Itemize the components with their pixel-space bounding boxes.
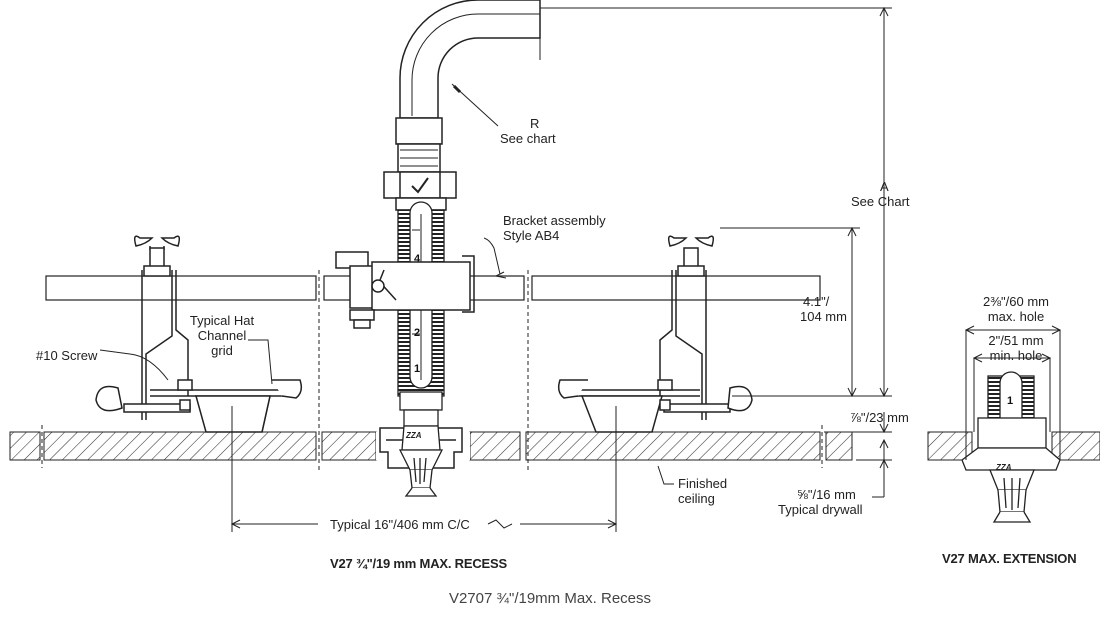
radius-letter: R: [530, 116, 540, 131]
screw-label: #10 Screw: [36, 348, 98, 363]
detail-scale-mark-1: 1: [1007, 395, 1013, 407]
finished-ceiling-label-2: ceiling: [678, 491, 715, 506]
dimension-a-letter: A: [880, 179, 889, 194]
bracket-label-1: Bracket assembly: [503, 213, 606, 228]
min-hole-label-2: min. hole: [989, 348, 1043, 363]
scale-mark-4: 4: [414, 253, 421, 265]
spacing-label: Typical 16"/406 mm C/C: [330, 517, 470, 532]
threaded-drop: [397, 201, 445, 427]
scale-mark-2: 2: [414, 327, 420, 339]
hat-channel-label-3: grid: [211, 343, 233, 358]
max-hole-label-1: 2⅜"/60 mm: [982, 294, 1050, 309]
hat-channel-label-1: Typical Hat: [189, 313, 255, 328]
dimension-a-ref: See Chart: [851, 194, 910, 209]
radius-ref: See chart: [500, 131, 556, 146]
detail-fitting: [961, 371, 1061, 523]
bracket-ab4: [335, 251, 475, 329]
detail-view-title: V27 MAX. EXTENSION: [942, 551, 1077, 566]
dimension-4-1-label-1: 4.1"/: [803, 294, 830, 309]
dimension-4-1-label-2: 104 mm: [800, 309, 847, 324]
detail-tyco-logo: ZZA: [995, 463, 1012, 472]
radius-indicator: [451, 83, 499, 127]
detail-dimensions: [964, 325, 1062, 460]
right-hanger: [557, 235, 753, 433]
finished-ceiling-label-1: Finished: [678, 476, 728, 491]
figure-caption: V2707 ¾"/19mm Max. Recess: [448, 590, 652, 607]
hex-fitting: [383, 171, 457, 211]
max-hole-label-2: max. hole: [987, 309, 1045, 324]
dimension-lines: [99, 6, 892, 532]
bracket-label-2: Style AB4: [503, 228, 560, 243]
dimension-7-8-label: ⅞"/23 mm: [850, 410, 909, 425]
drywall-label-1: ⅝"/16 mm: [797, 487, 856, 502]
scale-mark-1: 1: [414, 363, 420, 375]
pipe-elbow: [395, 0, 541, 173]
min-hole-label-1: 2"/51 mm: [988, 333, 1044, 348]
sprinkler-main: [398, 425, 444, 497]
break-lines: [41, 270, 823, 470]
left-hanger: [95, 235, 303, 433]
main-view-title: V27 ¾"/19 mm MAX. RECESS: [330, 556, 507, 571]
tyco-logo: ZZA: [405, 431, 422, 440]
hat-channel-label-2: Channel: [197, 328, 247, 343]
drywall-label-2: Typical drywall: [778, 502, 863, 517]
